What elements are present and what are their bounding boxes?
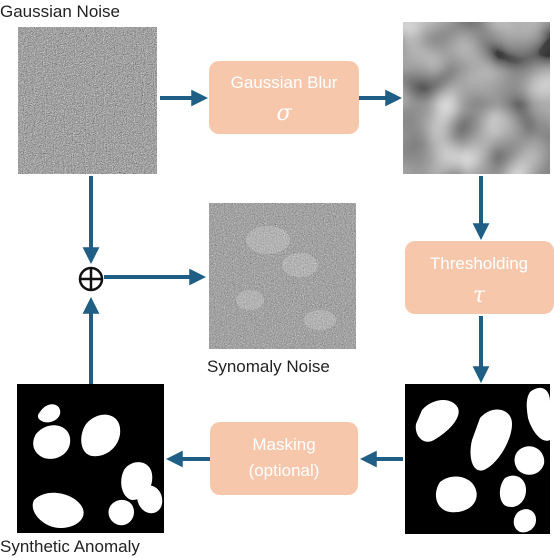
blurred-noise-image [403, 22, 550, 174]
synthetic-anomaly-image [17, 384, 164, 533]
threshold-mask-image [405, 384, 550, 534]
gaussian-noise-label: Gaussian Noise [0, 2, 120, 21]
sigma-symbol: σ [276, 101, 292, 126]
tau-symbol: τ [473, 283, 486, 308]
arrows [82, 89, 490, 468]
masking-optional: (optional) [249, 461, 320, 480]
thresholding-box: Thresholding τ [405, 241, 554, 314]
masking-box: Masking (optional) [210, 422, 358, 495]
synomaly-noise-label: Synomaly Noise [207, 357, 330, 376]
sum-operator-icon [78, 266, 104, 292]
masking-title: Masking [252, 435, 315, 454]
thresholding-title: Thresholding [430, 254, 528, 273]
gaussian-blur-title: Gaussian Blur [231, 73, 338, 92]
gaussian-blur-box: Gaussian Blur σ [209, 61, 359, 134]
synomaly-noise-image [209, 203, 356, 349]
gaussian-noise-image [18, 27, 157, 174]
synthetic-anomaly-label: Synthetic Anomaly [0, 537, 140, 556]
